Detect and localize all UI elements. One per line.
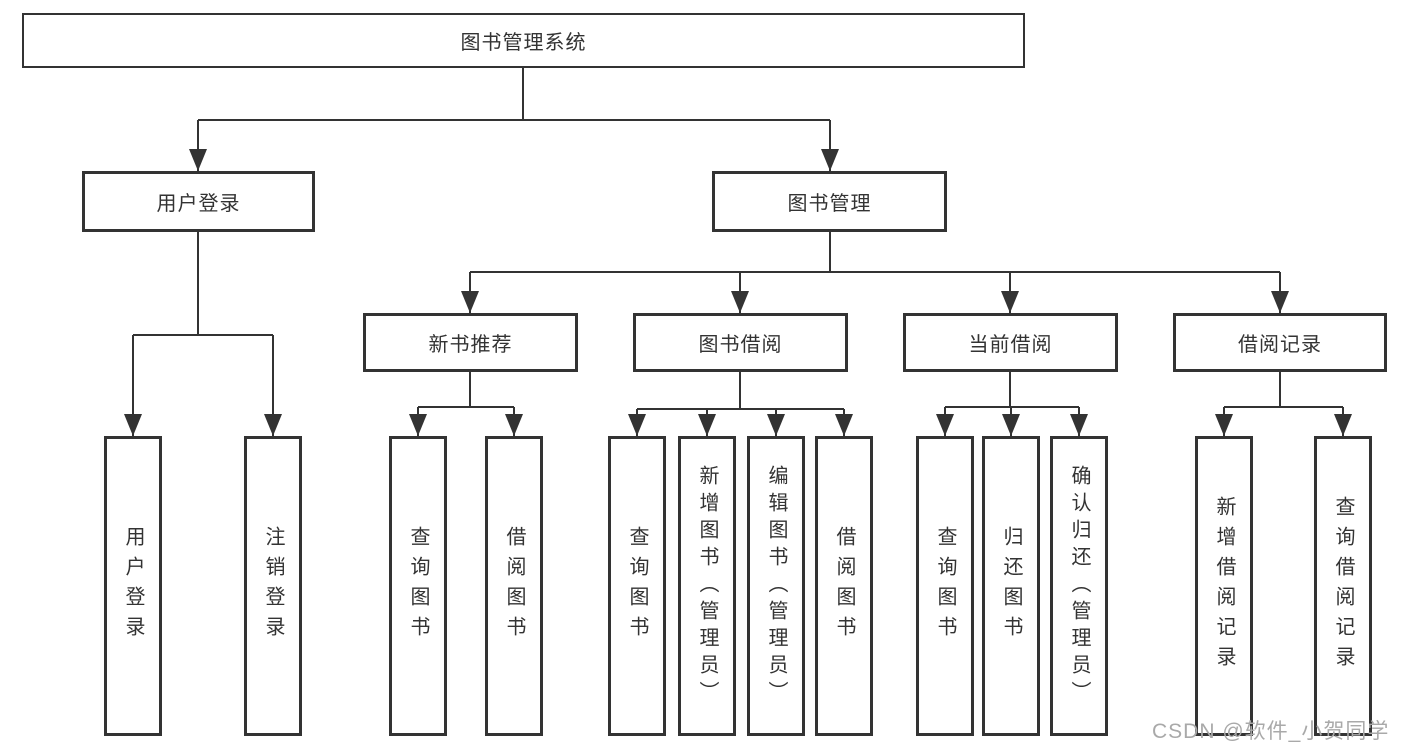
node-label: 图书借阅 xyxy=(698,334,783,356)
node-book-management: 图书管理 xyxy=(712,171,947,232)
node-label: 借阅图书 xyxy=(503,526,525,646)
node-label: 查询图书 xyxy=(934,526,956,646)
leaf-logout: 注销登录 xyxy=(244,436,302,736)
node-label: 借阅图书 xyxy=(833,526,855,646)
leaf-edit-book-admin: 编辑图书（管理员） xyxy=(747,436,805,736)
leaf-query-books-borrowing: 查询图书 xyxy=(608,436,666,736)
node-current-borrowing: 当前借阅 xyxy=(903,313,1118,372)
node-library-management-system: 图书管理系统 xyxy=(22,13,1025,68)
node-label: 用户登录 xyxy=(156,193,241,215)
leaf-query-books-current: 查询图书 xyxy=(916,436,974,736)
leaf-user-login: 用户登录 xyxy=(104,436,162,736)
csdn-watermark: CSDN @软件_小贺同学 xyxy=(1152,720,1390,743)
node-label: 归还图书 xyxy=(1000,526,1022,646)
leaf-query-books-recommendation: 查询图书 xyxy=(389,436,447,736)
leaf-confirm-return-admin: 确认归还（管理员） xyxy=(1050,436,1108,736)
node-label: 查询借阅记录 xyxy=(1332,496,1354,676)
leaf-borrow-books: 借阅图书 xyxy=(815,436,873,736)
node-label: 编辑图书（管理员） xyxy=(765,464,787,708)
leaf-add-borrow-record: 新增借阅记录 xyxy=(1195,436,1253,736)
node-label: 注销登录 xyxy=(262,526,284,646)
leaf-borrow-books-recommendation: 借阅图书 xyxy=(485,436,543,736)
node-book-borrowing: 图书借阅 xyxy=(633,313,848,372)
arrowheads xyxy=(124,149,1352,436)
node-label: 新增图书（管理员） xyxy=(696,464,718,708)
connector-book-borrowing-branch xyxy=(636,372,845,436)
node-new-book-recommendation: 新书推荐 xyxy=(363,313,578,372)
node-label: 新增借阅记录 xyxy=(1213,496,1235,676)
leaf-return-book: 归还图书 xyxy=(982,436,1040,736)
node-label: 图书管理系统 xyxy=(460,32,587,54)
node-label: 用户登录 xyxy=(122,526,144,646)
connector-root-to-level2 xyxy=(197,68,831,171)
node-label: 查询图书 xyxy=(626,526,648,646)
node-borrowing-records: 借阅记录 xyxy=(1173,313,1387,372)
node-label: 确认归还（管理员） xyxy=(1068,464,1090,708)
node-label: 新书推荐 xyxy=(428,334,513,356)
connector-book-management-branch xyxy=(469,232,1281,313)
node-label: 借阅记录 xyxy=(1238,334,1322,356)
leaf-query-borrow-record: 查询借阅记录 xyxy=(1314,436,1372,736)
connector-borrowing-records-branch xyxy=(1223,372,1344,436)
leaf-add-book-admin: 新增图书（管理员） xyxy=(678,436,736,736)
connector-new-book-branch xyxy=(417,372,515,436)
connector-user-login-branch xyxy=(132,232,274,436)
node-user-login: 用户登录 xyxy=(82,171,315,232)
node-label: 图书管理 xyxy=(787,193,872,215)
node-label: 当前借阅 xyxy=(968,334,1053,356)
node-label: 查询图书 xyxy=(407,526,429,646)
